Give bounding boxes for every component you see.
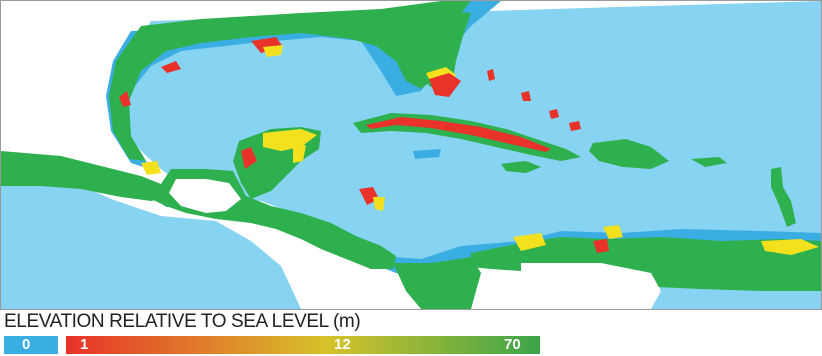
colombia-coast-yellow (513, 233, 546, 251)
island-bahamas-2 (521, 91, 531, 101)
land-florida (416, 11, 471, 91)
gulf-lowland-yellow-1 (263, 45, 283, 57)
legend-swatch-sea-level (4, 336, 58, 354)
legend-tick-1: 1 (80, 336, 89, 353)
legend-title: ELEVATION RELATIVE TO SEA LEVEL (m) (4, 311, 361, 332)
gulf-lowland-red-3 (119, 91, 131, 107)
florida-wetland (429, 73, 461, 97)
central-america-yellow (373, 197, 385, 211)
yucatan-lowland-red (241, 147, 257, 169)
legend-tick-12: 12 (334, 336, 351, 353)
island-puerto-rico (691, 157, 727, 167)
island-bahamas-1 (487, 69, 495, 81)
island-cayman (413, 149, 441, 159)
land-venezuela-east (651, 266, 821, 291)
island-hispaniola (589, 139, 669, 169)
land-north-america (109, 1, 471, 161)
legend-gradient-bar (66, 336, 540, 354)
island-lesser-antilles (771, 167, 796, 227)
mexico-coast-yellow (141, 161, 161, 175)
yucatan-lowland-yellow-2 (293, 145, 306, 163)
legend-tick-0: 0 (22, 336, 31, 353)
colombia-coast-red (593, 239, 609, 253)
island-bahamas-3 (549, 109, 559, 119)
ocean-area-west (1, 171, 301, 309)
yucatan-lowland-yellow (263, 129, 317, 151)
land-mexico-central-america (1, 151, 176, 201)
legend-tick-70: 70 (504, 336, 521, 353)
cuba-lowland (366, 117, 551, 152)
island-jamaica (501, 161, 541, 173)
map-panel (0, 0, 822, 310)
land-northwest-south-america (393, 257, 481, 309)
colombia-coast-yellow-2 (603, 225, 623, 239)
caribbean-elevation-map (1, 1, 821, 309)
land-interior-white (169, 179, 241, 213)
land-interior-south-white (521, 263, 661, 309)
elevation-legend: 0 1 12 70 (4, 336, 540, 354)
gulf-lowland-red-2 (161, 61, 181, 73)
island-bahamas-4 (569, 121, 581, 131)
venezuela-coast-yellow (761, 239, 819, 255)
